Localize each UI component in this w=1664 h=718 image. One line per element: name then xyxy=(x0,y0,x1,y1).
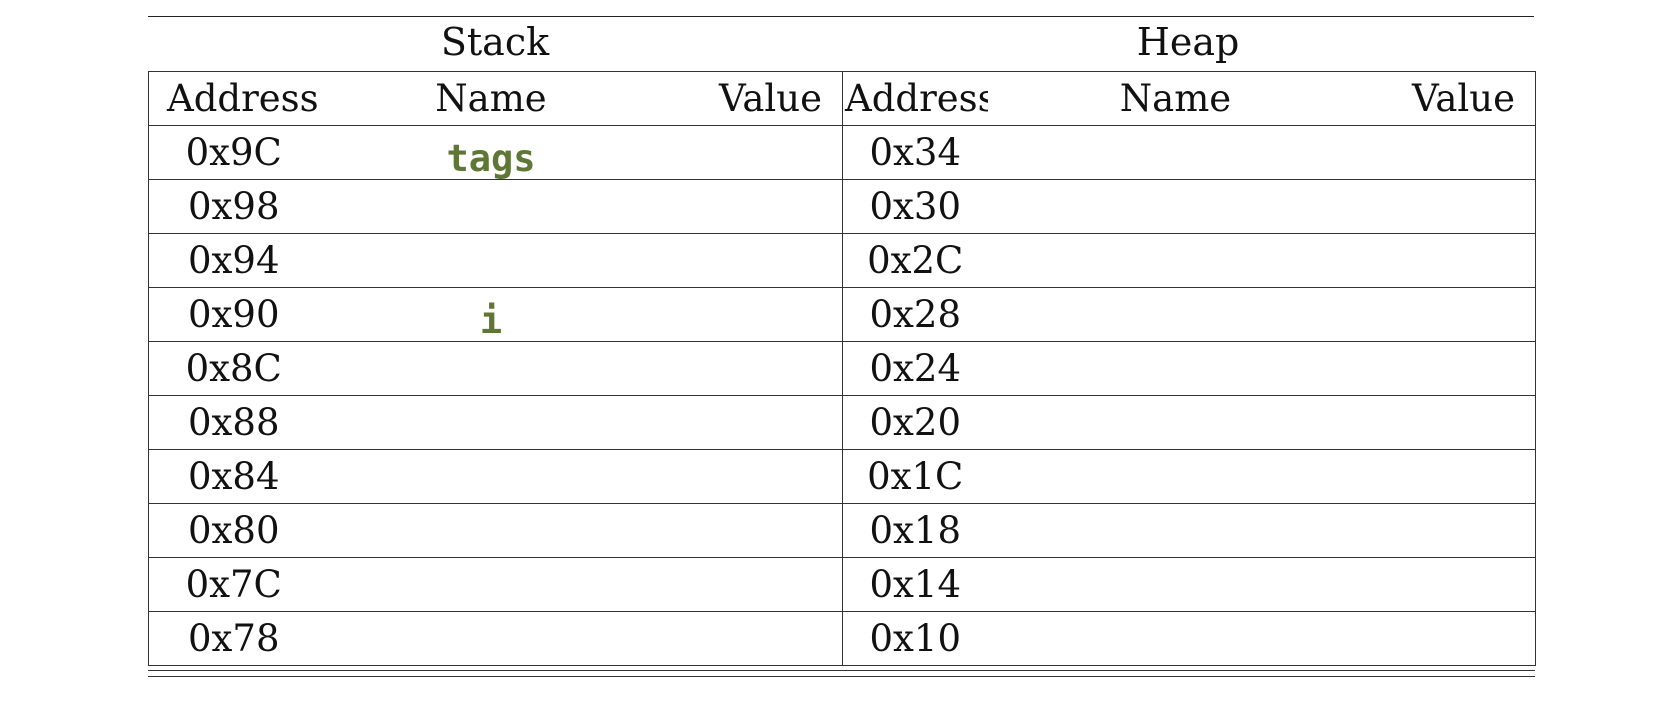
stack-address-cell: 0x78 xyxy=(148,611,319,666)
heap-value-cell xyxy=(1363,179,1536,234)
heap-value-cell xyxy=(1363,341,1536,396)
heap-name-cell xyxy=(987,233,1364,288)
header-row: Address Name Value Address Name Value xyxy=(148,71,1536,126)
stack-value-cell xyxy=(663,341,843,396)
stack-value-cell xyxy=(663,449,843,504)
heap-name-cell xyxy=(987,341,1364,396)
stack-address-cell: 0x8C xyxy=(148,341,319,396)
heap-address-cell: 0x28 xyxy=(842,287,988,342)
heap-address-header: Address xyxy=(842,71,988,126)
stack-address-cell: 0x88 xyxy=(148,395,319,450)
heap-name-cell xyxy=(987,503,1364,558)
heap-value-cell xyxy=(1363,233,1536,288)
stack-name-cell xyxy=(318,557,664,612)
heap-address-cell: 0x30 xyxy=(842,179,988,234)
heap-name-header: Name xyxy=(987,71,1364,126)
table-row: 0x9C tags 0x34 xyxy=(148,125,1536,180)
heap-address-cell: 0x2C xyxy=(842,233,988,288)
heap-name-cell xyxy=(987,125,1364,180)
stack-value-cell xyxy=(663,557,843,612)
stack-value-cell xyxy=(663,611,843,666)
heap-title: Heap xyxy=(1136,20,1240,64)
stack-name-cell xyxy=(318,503,664,558)
stack-address-cell: 0x94 xyxy=(148,233,319,288)
stack-address-cell: 0x7C xyxy=(148,557,319,612)
memory-table: Address Name Value Address Name Value 0x… xyxy=(148,71,1536,666)
table-row: 0x98 0x30 xyxy=(148,179,1536,234)
stack-address-cell: 0x84 xyxy=(148,449,319,504)
heap-value-cell xyxy=(1363,557,1536,612)
heap-address-cell: 0x1C xyxy=(842,449,988,504)
stack-value-cell xyxy=(663,395,843,450)
stack-value-cell xyxy=(663,125,843,180)
heap-value-cell xyxy=(1363,503,1536,558)
bottom-rule-double xyxy=(148,676,1535,677)
table-row: 0x78 0x10 xyxy=(148,611,1536,666)
stack-address-cell: 0x90 xyxy=(148,287,319,342)
heap-name-cell xyxy=(987,179,1364,234)
stack-address-cell: 0x98 xyxy=(148,179,319,234)
table-row: 0x8C 0x24 xyxy=(148,341,1536,396)
stack-name-cell: i xyxy=(318,287,664,342)
stack-address-header: Address xyxy=(148,71,319,126)
table-row: 0x88 0x20 xyxy=(148,395,1536,450)
stack-name-cell xyxy=(318,341,664,396)
top-rule xyxy=(148,16,1534,17)
variable-name: tags xyxy=(446,137,536,180)
heap-value-cell xyxy=(1363,395,1536,450)
heap-value-cell xyxy=(1363,449,1536,504)
stack-name-cell xyxy=(318,611,664,666)
table-row: 0x7C 0x14 xyxy=(148,557,1536,612)
table-row: 0x90 i 0x28 xyxy=(148,287,1536,342)
stack-value-cell xyxy=(663,233,843,288)
heap-address-cell: 0x18 xyxy=(842,503,988,558)
heap-name-cell xyxy=(987,611,1364,666)
table-row: 0x80 0x18 xyxy=(148,503,1536,558)
heap-value-cell xyxy=(1363,611,1536,666)
stack-title: Stack xyxy=(440,20,550,64)
heap-address-cell: 0x20 xyxy=(842,395,988,450)
stack-name-cell xyxy=(318,179,664,234)
heap-address-cell: 0x24 xyxy=(842,341,988,396)
heap-value-header: Value xyxy=(1363,71,1536,126)
heap-name-cell xyxy=(987,449,1364,504)
table-row: 0x84 0x1C xyxy=(148,449,1536,504)
stack-name-cell xyxy=(318,449,664,504)
table-row: 0x94 0x2C xyxy=(148,233,1536,288)
bottom-rule xyxy=(148,670,1535,671)
stack-address-cell: 0x80 xyxy=(148,503,319,558)
heap-name-cell xyxy=(987,287,1364,342)
heap-address-cell: 0x34 xyxy=(842,125,988,180)
stack-name-cell: tags xyxy=(318,125,664,180)
heap-name-cell xyxy=(987,557,1364,612)
stack-name-cell xyxy=(318,233,664,288)
stack-value-cell xyxy=(663,179,843,234)
heap-address-cell: 0x10 xyxy=(842,611,988,666)
stack-value-header: Value xyxy=(663,71,843,126)
heap-address-cell: 0x14 xyxy=(842,557,988,612)
heap-value-cell xyxy=(1363,287,1536,342)
stack-name-header: Name xyxy=(318,71,664,126)
stack-name-cell xyxy=(318,395,664,450)
stack-value-cell xyxy=(663,503,843,558)
stack-address-cell: 0x9C xyxy=(148,125,319,180)
stack-value-cell xyxy=(663,287,843,342)
variable-name: i xyxy=(479,299,503,342)
heap-value-cell xyxy=(1363,125,1536,180)
heap-name-cell xyxy=(987,395,1364,450)
